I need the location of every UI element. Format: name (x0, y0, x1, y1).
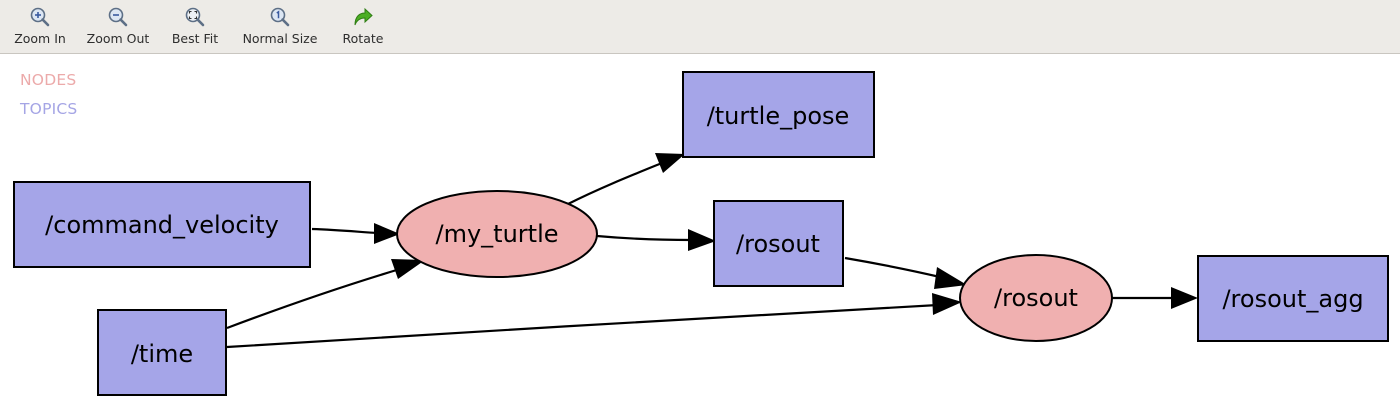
topic-rosout[interactable]: /rosout (713, 200, 844, 287)
node-my-turtle-label: /my_turtle (436, 220, 559, 248)
topic-time[interactable]: /time (97, 309, 227, 396)
ros-graph: /command_velocity /time /turtle_pose /ro… (13, 71, 1389, 396)
best-fit-icon (185, 7, 205, 27)
edges (226, 153, 1198, 349)
zoom-out-icon (108, 7, 128, 27)
best-fit-label: Best Fit (171, 31, 219, 46)
graph-canvas[interactable]: NODES TOPICS /com (0, 55, 1400, 413)
normal-size-label: Normal Size (242, 31, 318, 46)
legend-nodes: NODES (20, 71, 77, 89)
arrowhead (934, 267, 967, 289)
arrowhead (1171, 287, 1198, 309)
edge-time-to-rosout-node (226, 303, 939, 349)
topic-command-velocity-label: /command_velocity (45, 211, 279, 239)
rotate-button[interactable]: Rotate (336, 6, 390, 50)
zoom-in-label: Zoom In (14, 31, 66, 46)
normal-size-icon (270, 7, 290, 27)
toolbar: Zoom In Zoom Out Best Fit Normal Size Ro… (0, 0, 1400, 54)
edge-my-turtle-to-rosout-topic (596, 234, 693, 242)
topic-turtle-pose-label: /turtle_pose (707, 102, 850, 130)
arrowhead (932, 293, 962, 315)
rotate-label: Rotate (342, 31, 384, 46)
edge-time-to-my-turtle (226, 267, 401, 330)
topic-turtle-pose[interactable]: /turtle_pose (682, 71, 875, 158)
topic-rosout-agg[interactable]: /rosout_agg (1197, 255, 1389, 342)
zoom-in-icon (30, 7, 50, 27)
rotate-arrow-icon (354, 7, 373, 26)
zoom-out-label: Zoom Out (86, 31, 150, 46)
arrowhead (374, 223, 400, 244)
topic-rosout-label: /rosout (736, 230, 820, 258)
edge-my-turtle-to-turtle-pose (567, 161, 663, 205)
topic-time-label: /time (131, 340, 193, 368)
arrowhead (391, 259, 425, 279)
edge-rosout-topic-to-rosout-node (844, 256, 941, 279)
node-my-turtle[interactable]: /my_turtle (396, 190, 598, 278)
node-rosout-label: /rosout (994, 284, 1078, 312)
zoom-out-button[interactable]: Zoom Out (82, 6, 154, 50)
arrowhead (688, 229, 716, 251)
best-fit-button[interactable]: Best Fit (166, 6, 224, 50)
edge-command-velocity-to-my-turtle (311, 227, 379, 235)
normal-size-button[interactable]: Normal Size (236, 6, 324, 50)
legend-topics: TOPICS (20, 100, 78, 118)
topic-rosout-agg-label: /rosout_agg (1222, 285, 1363, 313)
arrowhead (655, 153, 685, 173)
zoom-in-button[interactable]: Zoom In (8, 6, 72, 50)
node-rosout[interactable]: /rosout (959, 254, 1113, 342)
topic-command-velocity[interactable]: /command_velocity (13, 181, 311, 268)
